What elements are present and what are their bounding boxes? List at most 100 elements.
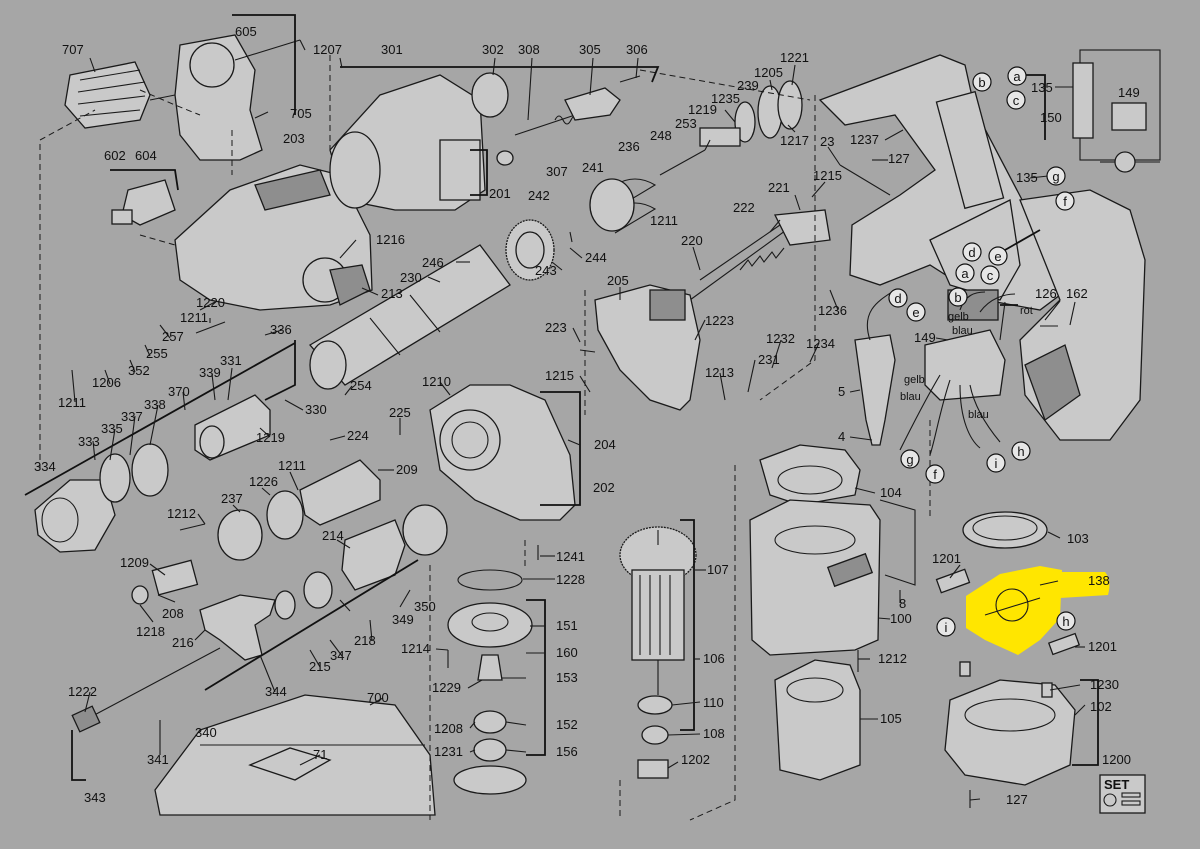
- wire-label: blau: [952, 325, 973, 337]
- part-label: 135: [1031, 80, 1053, 95]
- part-236-piston-spring: [589, 149, 706, 234]
- part-331-tool-holder: [194, 394, 271, 461]
- wire-labels: gelb blau rot gelb blau blau: [900, 305, 1033, 421]
- part-label: 202: [593, 480, 615, 495]
- part-label: 23: [820, 134, 834, 149]
- part-label: 223: [545, 320, 567, 335]
- letter-marker: d: [894, 291, 901, 306]
- part-label: 105: [880, 711, 902, 726]
- letter-marker: c: [987, 268, 994, 283]
- part-label: 218: [354, 633, 376, 648]
- part-label: 1220: [196, 295, 225, 310]
- part-label: 339: [199, 365, 221, 380]
- letter-marker: b: [978, 75, 985, 90]
- part-label: 103: [1067, 531, 1089, 546]
- part-label: 71: [313, 747, 327, 762]
- part-103-ring: [962, 511, 1048, 549]
- part-label: 307: [546, 164, 568, 179]
- part-label: 1211: [278, 458, 306, 473]
- part-label: 107: [707, 562, 729, 577]
- part-label: 8: [899, 596, 906, 611]
- part-label: 1206: [92, 375, 121, 390]
- part-label: 333: [78, 434, 100, 449]
- part-drawings: [34, 34, 1161, 821]
- letter-marker: g: [906, 452, 913, 467]
- part-label: 1219: [256, 430, 285, 445]
- part-347-clutch: [274, 571, 333, 620]
- wire-label: blau: [900, 391, 921, 403]
- part-605-side-handle-clamp: [174, 34, 306, 161]
- part-230-hammer-tube: [308, 244, 511, 390]
- part-label: 370: [168, 384, 190, 399]
- part-label: 349: [392, 612, 414, 627]
- part-106-armature: [619, 526, 697, 779]
- part-label: 1200: [1102, 752, 1131, 767]
- part-label: 149: [1118, 85, 1140, 100]
- part-label: 306: [626, 42, 648, 57]
- part-label: 241: [582, 160, 604, 175]
- letter-marker: b: [954, 290, 961, 305]
- part-label: 203: [283, 131, 305, 146]
- part-label: 102: [1090, 699, 1112, 714]
- part-label: 344: [265, 684, 287, 699]
- part-label: 1214: [401, 641, 430, 656]
- part-label: 1230: [1090, 677, 1119, 692]
- part-label: 1212: [878, 651, 907, 666]
- part-102-end-cap: [944, 661, 1076, 786]
- part-label: 352: [128, 363, 150, 378]
- leader-lines: [71, 57, 1086, 801]
- part-label: 216: [172, 635, 194, 650]
- part-label: 1229: [432, 680, 461, 695]
- part-301-intermediate-flange: [329, 74, 486, 211]
- part-label: 1219: [688, 102, 717, 117]
- part-707-keyless-chuck: [64, 61, 176, 129]
- part-label: 244: [585, 250, 607, 265]
- part-number-labels: 707 605 705 1207 301 302 308 305 306 122…: [34, 24, 1140, 807]
- part-203-gear-housing: [174, 164, 373, 311]
- letter-marker: e: [912, 305, 919, 320]
- part-label: 204: [594, 437, 616, 452]
- part-label: 100: [890, 611, 912, 626]
- part-label: 1202: [681, 752, 710, 767]
- part-label: 305: [579, 42, 601, 57]
- part-label: 4: [838, 429, 845, 444]
- part-label: 221: [768, 180, 790, 195]
- part-label: 1212: [167, 506, 196, 521]
- part-label: 1209: [120, 555, 149, 570]
- letter-markers: a b c g f d e a b c d e h i g f i h: [888, 66, 1076, 637]
- part-label: 602: [104, 148, 126, 163]
- letter-marker: h: [1062, 614, 1069, 629]
- part-243-gear-wheel: [505, 219, 555, 281]
- letter-marker: f: [1063, 194, 1067, 209]
- part-label: 334: [34, 459, 56, 474]
- part-label: 338: [144, 397, 166, 412]
- part-label: 1217: [780, 133, 809, 148]
- part-label: 150: [1040, 110, 1062, 125]
- part-label: 224: [347, 428, 369, 443]
- part-label: 1221: [780, 50, 809, 65]
- part-label: 330: [305, 402, 327, 417]
- part-label: 302: [482, 42, 504, 57]
- brackets: [24, 14, 1099, 781]
- part-label: 1205: [754, 65, 783, 80]
- part-237-1226-rings: [217, 490, 304, 561]
- letter-marker: a: [1013, 69, 1021, 84]
- part-label: 156: [556, 744, 578, 759]
- part-label: 127: [1006, 792, 1028, 807]
- part-label: 215: [309, 659, 331, 674]
- part-label: 225: [389, 405, 411, 420]
- part-label: 254: [350, 378, 372, 393]
- part-label: 1236: [818, 303, 847, 318]
- part-305-switch-lever: [564, 75, 641, 121]
- part-label: 1207: [313, 42, 342, 57]
- part-label: 343: [84, 790, 106, 805]
- part-label: 1232: [766, 331, 795, 346]
- part-label: 335: [101, 421, 123, 436]
- part-1210-motor-housing: [429, 384, 576, 521]
- wires: [899, 291, 1016, 456]
- part-label: 257: [162, 329, 184, 344]
- part-label: 337: [121, 409, 143, 424]
- part-label: 700: [367, 690, 389, 705]
